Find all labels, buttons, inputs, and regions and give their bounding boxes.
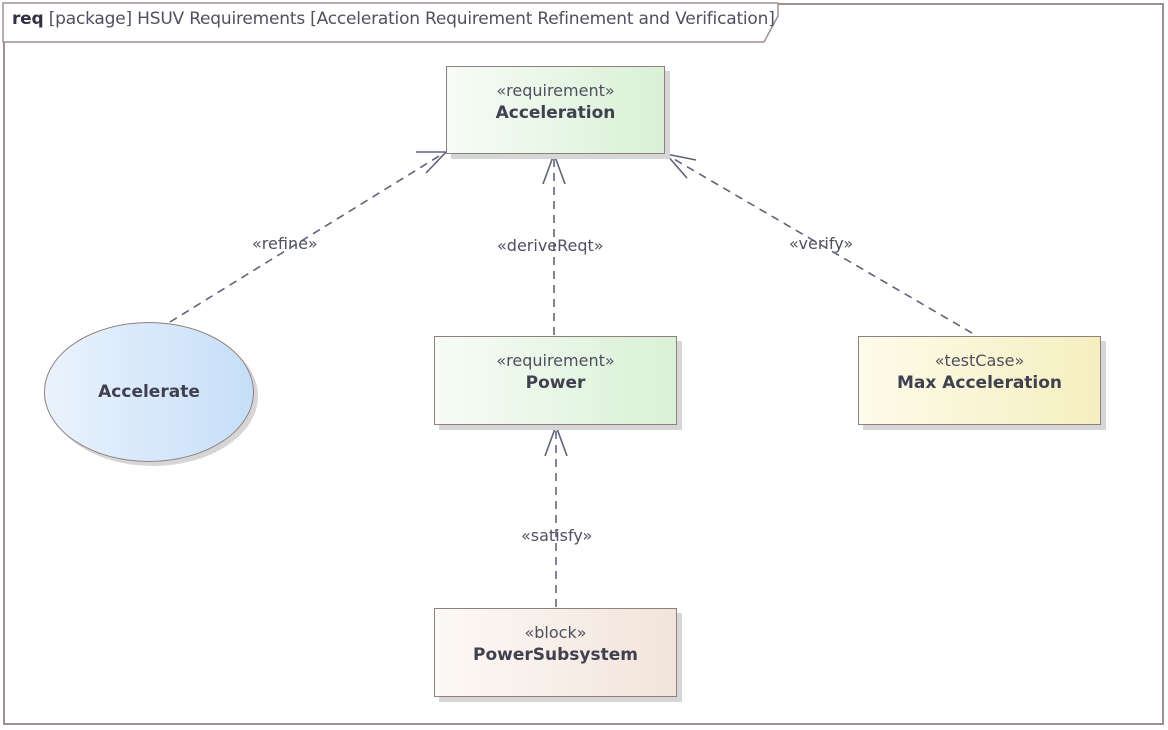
usecase-accelerate[interactable]: Accelerate — [44, 322, 254, 462]
frame-title: req [package] HSUV Requirements [Acceler… — [12, 9, 775, 29]
frame-tab-shape — [2, 2, 779, 43]
verify-edge[interactable] — [666, 154, 973, 334]
refine-label: «refine» — [252, 234, 318, 253]
node-name: Power — [525, 373, 586, 393]
verify-arrowhead — [663, 152, 697, 179]
stereotype-label: «testCase» — [934, 351, 1025, 370]
stereotype-label: «requirement» — [496, 351, 615, 370]
derive-label: «deriveReqt» — [497, 236, 604, 255]
requirement-acceleration[interactable]: «requirement» Acceleration — [446, 66, 665, 154]
testcase-max-acceleration[interactable]: «testCase» Max Acceleration — [858, 336, 1101, 425]
requirement-power[interactable]: «requirement» Power — [434, 336, 677, 425]
derive-arrowhead — [542, 151, 566, 185]
stereotype-label: «block» — [524, 623, 587, 642]
node-name: Max Acceleration — [896, 373, 1063, 393]
node-name: Acceleration — [495, 103, 616, 123]
verify-label: «verify» — [789, 234, 854, 253]
node-name: PowerSubsystem — [473, 645, 638, 665]
node-name: Accelerate — [98, 382, 200, 402]
stereotype-label: «requirement» — [496, 81, 615, 100]
refine-arrowhead — [416, 151, 448, 174]
satisfy-label: «satisfy» — [521, 526, 593, 545]
satisfy-arrowhead — [544, 423, 568, 457]
refine-edge[interactable] — [169, 152, 445, 323]
block-power-subsystem[interactable]: «block» PowerSubsystem — [434, 608, 677, 697]
frame-kind: req — [12, 9, 44, 29]
frame-name: [package] HSUV Requirements [Acceleratio… — [48, 9, 775, 29]
